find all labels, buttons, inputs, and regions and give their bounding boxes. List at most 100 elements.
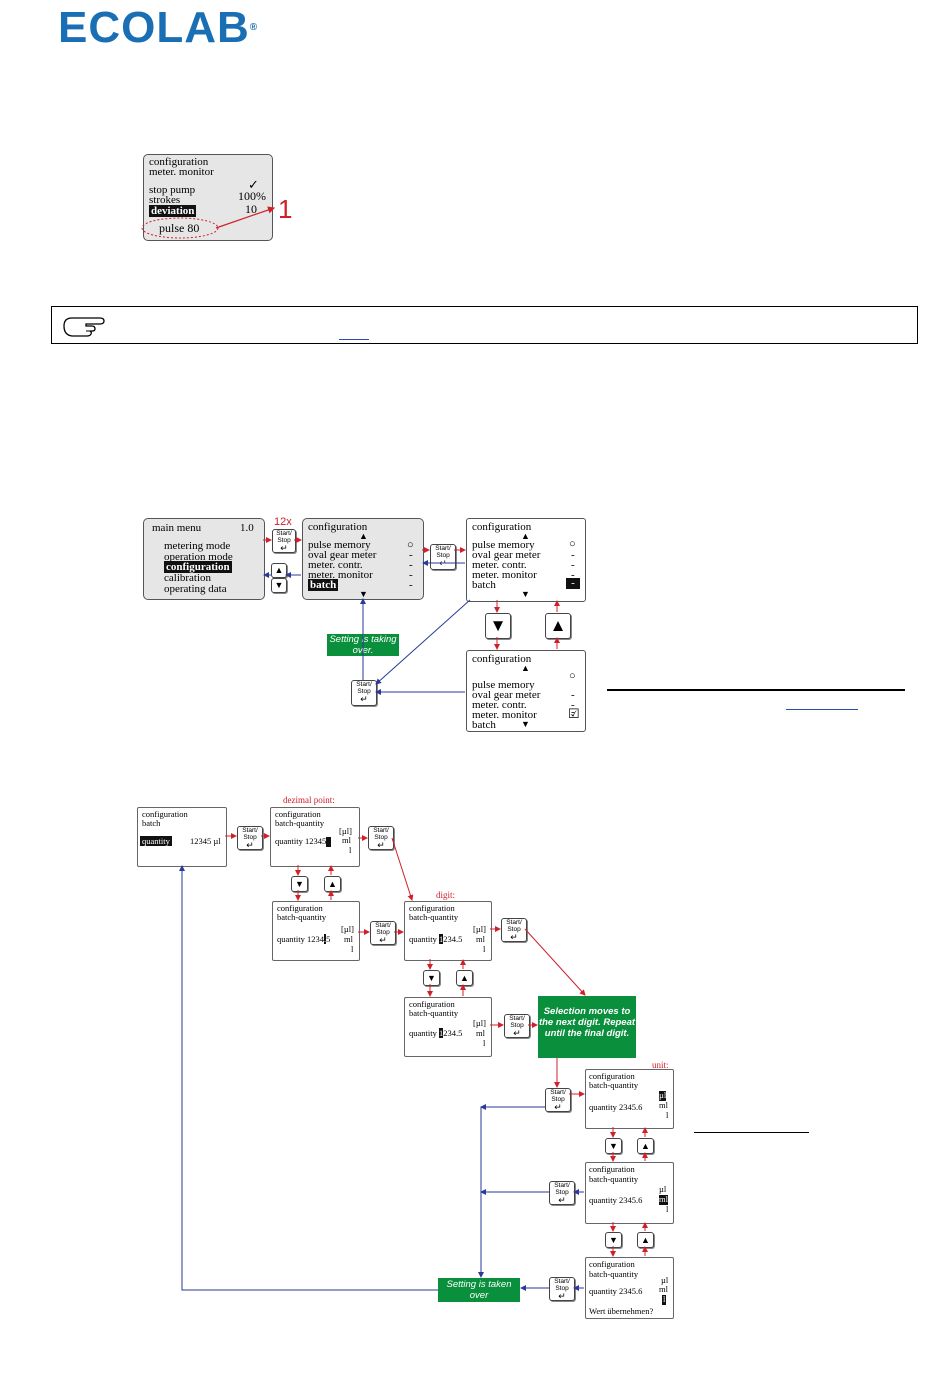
note-box <box>51 306 918 344</box>
config-mark: - <box>571 569 575 581</box>
selection-moves-banner: Selection moves to the next digit. Repea… <box>538 996 636 1058</box>
config-mark: - <box>409 549 413 561</box>
decimal-point-label: dezimal point: <box>283 795 335 805</box>
confirm-prompt: Wert übernehmen? <box>589 1306 654 1316</box>
config-item[interactable]: meter. contr. <box>472 699 527 711</box>
screen-title: configuration <box>277 903 323 913</box>
config-mark: ○ <box>569 670 576 682</box>
batch-screen: configuration batch quantity 12345 µl <box>137 807 227 867</box>
ecolab-logo: ECOLAB® <box>58 6 258 50</box>
quantity-tail: 5 <box>326 934 331 944</box>
unit-screen-2: configuration batch-quantity quantity 23… <box>585 1162 674 1224</box>
scroll-up-icon: ▲ <box>521 663 530 673</box>
unit-option: [µl] <box>473 1018 486 1028</box>
callout-number: 1 <box>278 194 293 224</box>
start-stop-button[interactable]: Start/Stop↵ <box>504 1014 530 1038</box>
quantity-tail: 234.5 <box>443 934 463 944</box>
configuration-screen-b: configuration ▲ pulse memory oval gear m… <box>466 518 586 602</box>
down-button[interactable]: ▼ <box>271 578 287 593</box>
start-stop-button[interactable]: Start/Stop↵ <box>549 1181 575 1205</box>
start-stop-button[interactable]: Start/Stop↵ <box>370 921 396 945</box>
cursor[interactable]: 1 <box>438 1028 444 1038</box>
config-mark: - <box>571 559 575 571</box>
config-item[interactable]: oval gear meter <box>308 549 377 561</box>
menu-item[interactable]: metering mode <box>164 540 231 552</box>
unit-option-selected[interactable]: l <box>662 1294 667 1305</box>
config-item[interactable]: pulse memory <box>308 539 371 551</box>
config-mark-selected[interactable]: - <box>566 578 580 589</box>
start-stop-button[interactable]: Start/Stop↵ <box>351 680 377 706</box>
up-button[interactable]: ▲ <box>545 613 571 639</box>
text-rule <box>694 1132 809 1133</box>
up-button[interactable]: ▲ <box>271 563 287 578</box>
unit-option-selected[interactable]: µl <box>659 1090 667 1101</box>
stop-pump-check: ✓ <box>248 177 259 192</box>
unit-option-selected[interactable]: ml <box>659 1194 668 1205</box>
config-item-selected[interactable]: batch <box>308 579 339 591</box>
start-stop-button[interactable]: Start/Stop↵ <box>272 529 296 553</box>
unit-option: l <box>483 944 486 954</box>
setting-taken-over-banner: Setting is taken over <box>438 1278 520 1302</box>
link-underline[interactable] <box>339 339 369 340</box>
menu-item[interactable]: calibration <box>164 572 212 584</box>
config-item[interactable]: meter. monitor <box>308 569 373 581</box>
config-item[interactable]: pulse memory <box>472 679 535 691</box>
quantity-value: quantity 2345.6 <box>589 1102 643 1112</box>
unit-label: unit: <box>652 1060 669 1070</box>
configuration-screen-c: configuration ▲ pulse memory oval gear m… <box>466 650 586 732</box>
config-mark: - <box>571 706 575 718</box>
unit-option: l <box>483 1038 486 1048</box>
config-item[interactable]: batch <box>472 579 496 591</box>
config-title: configuration <box>472 521 532 533</box>
cursor[interactable]: . <box>326 836 332 847</box>
unit-option: l <box>666 1110 669 1120</box>
cursor[interactable]: . <box>323 934 327 944</box>
config-item[interactable]: meter. contr. <box>308 559 363 571</box>
config-item[interactable]: pulse memory <box>472 539 535 551</box>
screen-subtitle: batch-quantity <box>589 1174 639 1184</box>
decimal-point-screen: configuration batch-quantity quantity 12… <box>270 807 360 867</box>
config-item[interactable]: meter. monitor <box>472 709 537 721</box>
menu-item-selected[interactable]: configuration <box>164 561 232 573</box>
screen-subtitle: batch-quantity <box>409 912 459 922</box>
config-item[interactable]: batch <box>472 719 496 731</box>
screen-subtitle: batch-quantity <box>275 818 325 828</box>
config-mark: - <box>571 549 575 561</box>
unit-option: ml <box>659 1100 668 1110</box>
down-button[interactable]: ▼ <box>485 613 511 639</box>
pointing-hand-icon <box>63 317 105 337</box>
scroll-up-icon: ▲ <box>359 531 368 541</box>
config-item[interactable]: oval gear meter <box>472 549 541 561</box>
digit-screen: configuration batch-quantity quantity 12… <box>404 901 492 961</box>
config-mark: ○ <box>407 539 414 551</box>
down-button[interactable]: ▼ <box>423 970 440 986</box>
menu-item[interactable]: operation mode <box>164 551 233 563</box>
config-item[interactable]: meter. contr. <box>472 559 527 571</box>
scroll-down-icon: ▼ <box>521 719 530 729</box>
quantity-label: quantity <box>409 934 439 944</box>
config-item[interactable]: oval gear meter <box>472 689 541 701</box>
start-stop-button[interactable]: Start/Stop↵ <box>237 826 263 850</box>
repeat-count: 12x <box>274 516 292 528</box>
screen-subtitle: batch-quantity <box>409 1008 459 1018</box>
quantity-selected[interactable]: quantity <box>140 836 172 846</box>
config-item[interactable]: meter. monitor <box>472 569 537 581</box>
start-stop-button[interactable]: Start/Stop↵ <box>368 826 394 850</box>
start-stop-button[interactable]: Start/Stop↵ <box>501 918 527 942</box>
config-title: configuration <box>308 521 368 533</box>
screen-title: configuration <box>589 1164 635 1174</box>
down-button[interactable]: ▼ <box>291 876 308 892</box>
unit-option: ml <box>476 1028 485 1038</box>
cursor[interactable]: 1 <box>438 934 444 944</box>
menu-item[interactable]: operating data <box>164 583 227 595</box>
deviation-label: deviation <box>149 205 197 217</box>
link-underline[interactable] <box>786 709 858 710</box>
checked-box-icon: ☑ <box>568 706 580 721</box>
logo-text: ECOLAB <box>58 3 250 52</box>
unit-option: ml <box>476 934 485 944</box>
config-mark: - <box>571 699 575 711</box>
unit-option: [µl] <box>339 826 352 836</box>
start-stop-button[interactable]: Start/Stop↵ <box>545 1088 571 1112</box>
unit-option: µl <box>659 1184 667 1194</box>
